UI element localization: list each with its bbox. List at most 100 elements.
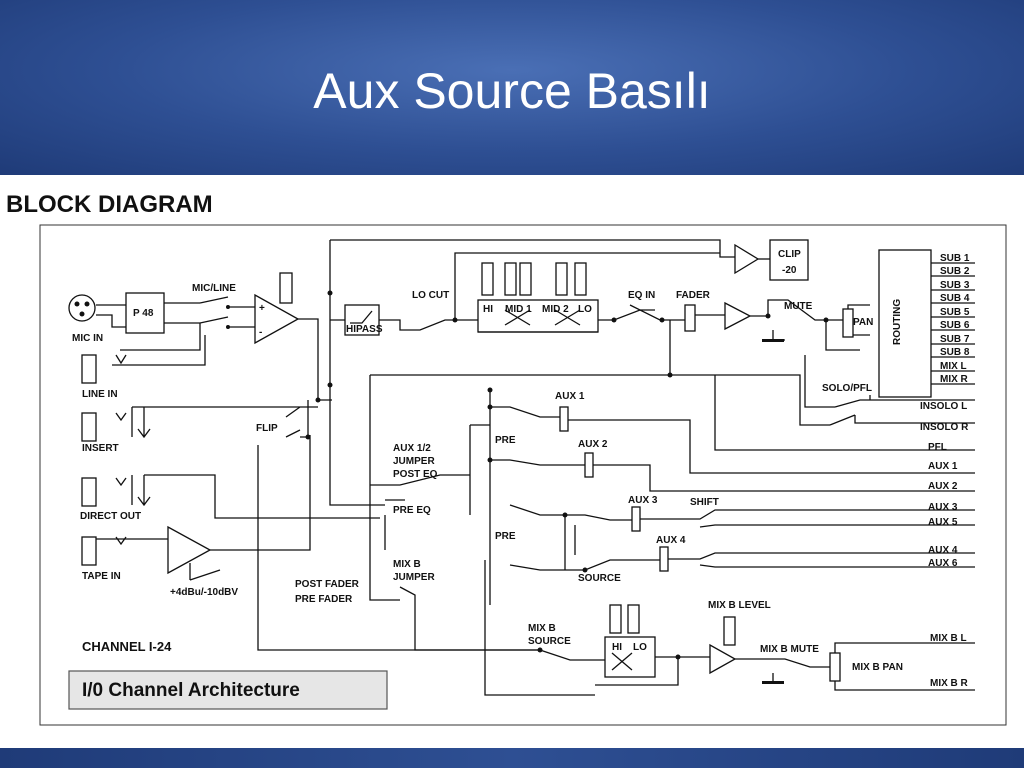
diagram-heading: BLOCK DIAGRAM xyxy=(6,191,213,218)
block-diagram: BLOCK DIAGRAM MIC IN P 48 MIC/LINE +- LI… xyxy=(6,191,1007,726)
label-pre-fader: PRE FADER xyxy=(295,594,353,605)
routing-outputs: SUB 1 SUB 2 SUB 3 SUB 4 SUB 5 SUB 6 SUB … xyxy=(931,253,975,385)
label-shift: SHIFT xyxy=(690,497,719,508)
mixb-level-pot-lo xyxy=(627,604,640,634)
label-tape-in: TAPE IN xyxy=(82,571,121,582)
mixb-eq-lo: LO xyxy=(633,642,647,653)
label-routing: ROUTING xyxy=(892,299,903,345)
direct-out-jack-icon xyxy=(81,477,97,507)
clip-detector-triangle xyxy=(734,243,760,275)
label-aux12-jumper-2: JUMPER xyxy=(393,456,435,467)
mixb-ground-icon xyxy=(762,681,784,684)
svg-text:MIX R: MIX R xyxy=(940,374,969,385)
out-mixb-r: MIX B R xyxy=(930,678,969,689)
out-aux3: AUX 3 xyxy=(928,502,958,513)
label-mute: MUTE xyxy=(784,301,813,312)
out-insolo-r: INSOLO R xyxy=(920,422,969,433)
label-fader: FADER xyxy=(676,290,711,301)
out-mixb-l: MIX B L xyxy=(930,633,967,644)
label-mixb-mute: MIX B MUTE xyxy=(760,644,819,655)
label-aux3: AUX 3 xyxy=(628,495,658,506)
svg-text:+: + xyxy=(259,303,265,314)
eq-mid2-label: MID 2 xyxy=(542,304,569,315)
svg-text:SUB 3: SUB 3 xyxy=(940,280,970,291)
label-mixb-jumper-2: JUMPER xyxy=(393,572,435,583)
out-pfl: PFL xyxy=(928,442,947,453)
label-clip: CLIP xyxy=(778,249,801,260)
svg-text:MIX L: MIX L xyxy=(940,361,967,372)
xlr-connector-icon xyxy=(68,294,96,322)
label-hipass: HIPASS xyxy=(346,324,383,335)
mixb-eq-hi: HI xyxy=(612,642,622,653)
routing-box xyxy=(878,249,932,398)
label-mic-line: MIC/LINE xyxy=(192,283,236,294)
label-aux12-jumper-3: POST EQ xyxy=(393,469,438,480)
eq-section-box xyxy=(477,299,599,333)
out-aux2: AUX 2 xyxy=(928,481,958,492)
eq-mid1-label: MID 1 xyxy=(505,304,532,315)
insert-jack-icon xyxy=(81,412,97,442)
p48-box xyxy=(125,292,165,334)
svg-text:SUB 1: SUB 1 xyxy=(940,253,970,264)
out-aux5: AUX 5 xyxy=(928,517,958,528)
out-aux6: AUX 6 xyxy=(928,558,958,569)
tape-in-amp-triangle xyxy=(167,525,212,575)
tape-in-jack-icon xyxy=(81,536,97,566)
label-pre-eq: PRE EQ xyxy=(393,505,431,516)
architecture-label: I/0 Channel Architecture xyxy=(82,680,300,701)
label-aux4: AUX 4 xyxy=(656,535,686,546)
mixb-pan-pot-icon xyxy=(829,652,841,682)
architecture-box xyxy=(68,670,388,710)
svg-text:-: - xyxy=(259,327,262,338)
pan-pot-icon xyxy=(842,308,854,338)
svg-text:SUB 2: SUB 2 xyxy=(940,266,970,277)
label-pan: PAN xyxy=(853,317,873,328)
label-flip: FLIP xyxy=(256,423,278,434)
channel-fader-icon xyxy=(684,304,696,332)
aux1-pot-icon xyxy=(559,406,569,432)
label-mic-in: MIC IN xyxy=(72,333,103,344)
aux3-pot-icon xyxy=(631,506,641,532)
label-tape-level: +4dBu/-10dBV xyxy=(170,587,238,598)
svg-text:SUB 7: SUB 7 xyxy=(940,334,970,345)
eq-hi-label: HI xyxy=(483,304,493,315)
label-direct-out: DIRECT OUT xyxy=(80,511,141,522)
label-pre-b: PRE xyxy=(495,531,516,542)
slide-title: Aux Source Basılı xyxy=(313,63,711,119)
label-mixb-pan: MIX B PAN xyxy=(852,662,903,673)
svg-text:SUB 6: SUB 6 xyxy=(940,320,970,331)
eq-level-pots xyxy=(481,262,587,296)
label-clip-val: -20 xyxy=(782,265,797,276)
svg-text:SUB 5: SUB 5 xyxy=(940,307,970,318)
label-lo-cut: LO CUT xyxy=(412,290,449,301)
label-insert: INSERT xyxy=(82,443,119,454)
label-mixb-source-2: SOURCE xyxy=(528,636,571,647)
label-eq-in: EQ IN xyxy=(628,290,655,301)
label-mixb-level: MIX B LEVEL xyxy=(708,600,771,611)
mixb-amp-triangle xyxy=(709,643,737,675)
label-aux1: AUX 1 xyxy=(555,391,585,402)
label-post-fader: POST FADER xyxy=(295,579,360,590)
label-aux2: AUX 2 xyxy=(578,439,608,450)
label-mixb-jumper-1: MIX B xyxy=(393,559,421,570)
svg-text:SUB 4: SUB 4 xyxy=(940,293,970,304)
out-aux4: AUX 4 xyxy=(928,545,958,556)
fader-amp-triangle xyxy=(724,301,752,331)
slide-footer-bar xyxy=(0,748,1024,768)
level-pot-icon xyxy=(279,272,293,304)
label-p48: P 48 xyxy=(133,308,154,319)
label-pre-a: PRE xyxy=(495,435,516,446)
ground-icon xyxy=(762,339,784,342)
out-aux1: AUX 1 xyxy=(928,461,958,472)
label-aux12-jumper-1: AUX 1/2 xyxy=(393,443,431,454)
mixb-level-pot-icon xyxy=(723,616,736,646)
slide-header: Aux Source Basılı xyxy=(0,0,1024,175)
line-in-jack-icon xyxy=(81,354,97,384)
mic-preamp-triangle xyxy=(254,293,300,345)
aux2-pot-icon xyxy=(584,452,594,478)
clip-led-box xyxy=(769,239,809,281)
diagram-frame xyxy=(39,224,1007,726)
eq-lo-label: LO xyxy=(578,304,592,315)
channel-label: CHANNEL I-24 xyxy=(82,639,172,654)
aux4-pot-icon xyxy=(659,546,669,572)
